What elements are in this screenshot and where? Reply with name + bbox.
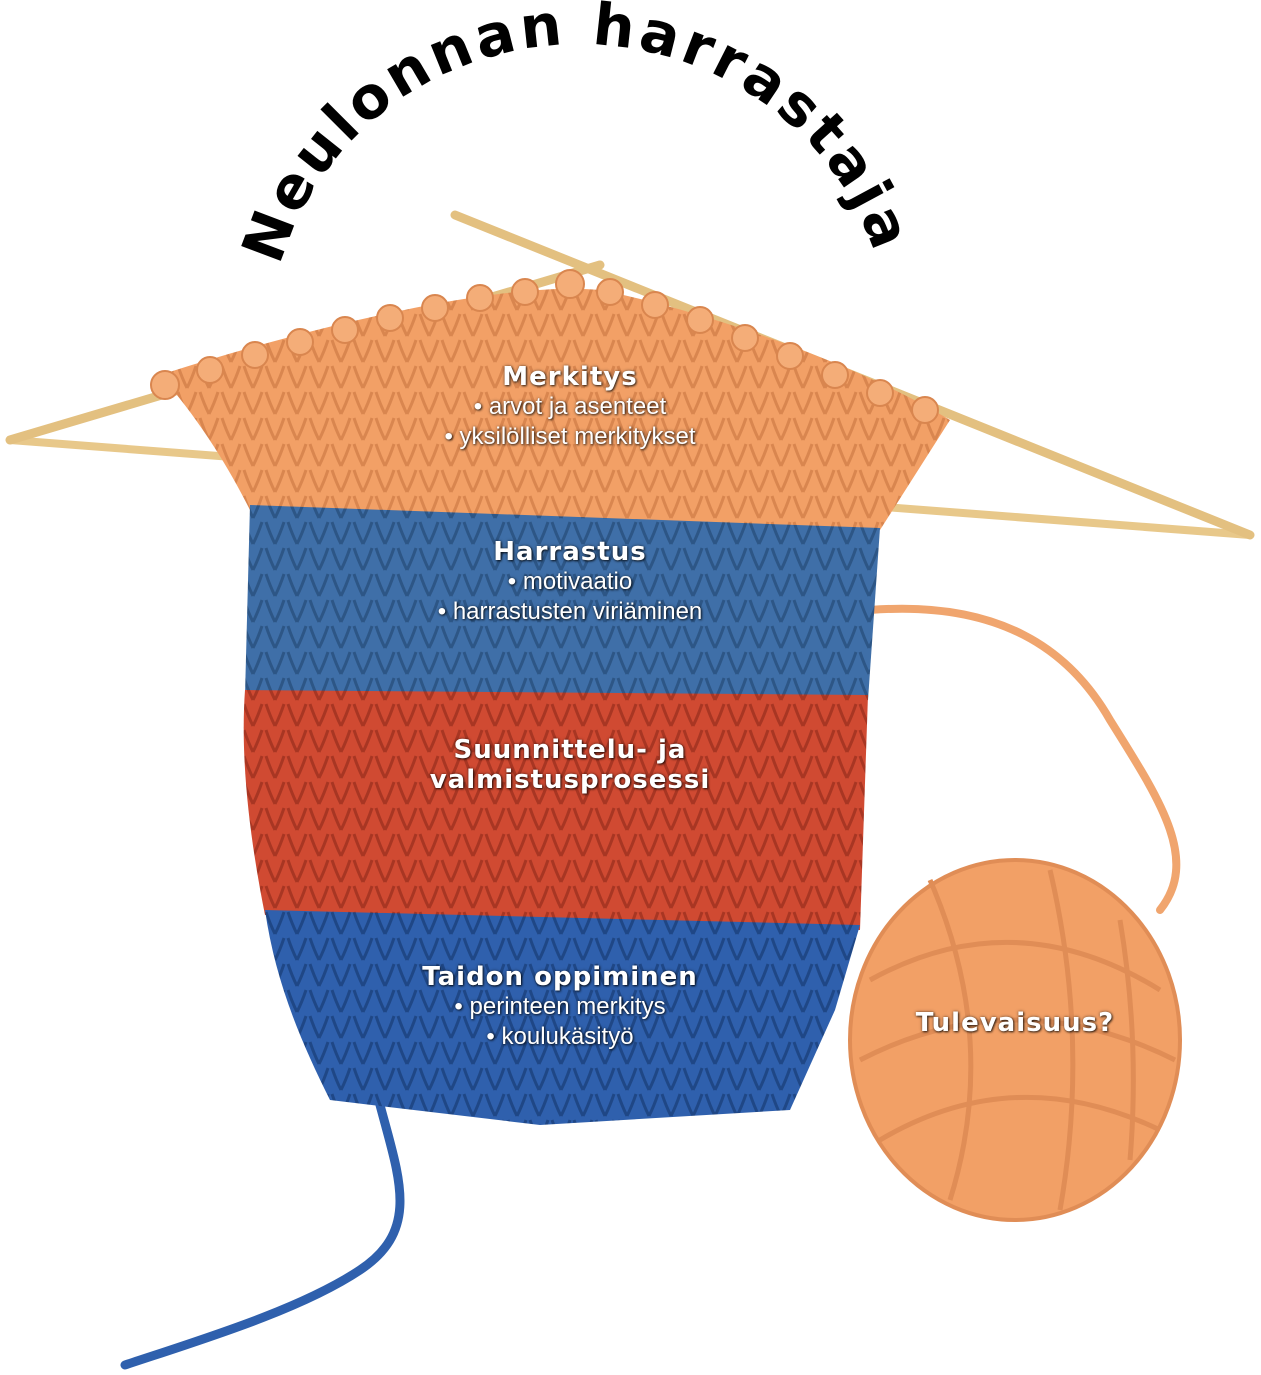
section-item: koulukäsityö [330,1022,790,1052]
blue-yarn-tail [125,1105,400,1365]
section-heading-harrastus: Harrastus [340,537,800,567]
section-heading-merkitys: Merkitys [340,362,800,392]
stripe-red-suunnittelu [244,690,868,930]
section-heading-line: valmistusprosessi [340,765,800,795]
section-heading-taidon: Taidon oppiminen [330,962,790,992]
section-taidon: Taidon oppiminen perinteen merkitys koul… [330,962,790,1052]
section-item: motivaatio [340,567,800,597]
yarn-ball [850,860,1180,1220]
yarn-ball-label: Tulevaisuus? [880,1008,1150,1038]
section-merkitys: Merkitys arvot ja asenteet yksilölliset … [340,362,800,452]
diagram-title-text: Neulonnan harrastaja [228,0,926,271]
section-harrastus: Harrastus motivaatio harrastusten viriäm… [340,537,800,627]
section-item: yksilölliset merkitykset [340,422,800,452]
section-heading-line: Suunnittelu- ja [340,735,800,765]
diagram-title: Neulonnan harrastaja [228,0,926,271]
section-item: perinteen merkitys [330,992,790,1022]
section-item: harrastusten viriäminen [340,597,800,627]
section-suunnittelu: Suunnittelu- ja valmistusprosessi [340,735,800,795]
section-item: arvot ja asenteet [340,392,800,422]
